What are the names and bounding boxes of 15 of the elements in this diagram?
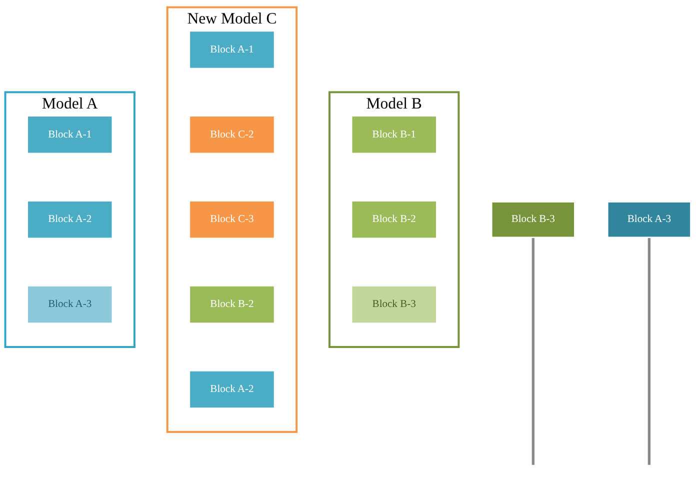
node-box: Block A-2 (190, 371, 274, 408)
node-box: Block B-3 (490, 201, 576, 238)
node-box: Block A-3 (28, 286, 112, 323)
node-box: Block B-2 (352, 202, 436, 238)
node-box: Block B-1 (352, 116, 436, 153)
node-box: Block A-1 (190, 32, 274, 68)
node-box: Block B-3 (352, 286, 436, 323)
node-box: Block C-3 (190, 202, 274, 238)
node-box: Block A-1 (28, 116, 112, 153)
node-box: Block C-2 (190, 116, 274, 153)
node-box: Block A-3 (606, 201, 692, 238)
node-box: Block B-2 (190, 286, 274, 323)
node-box: Block A-2 (28, 202, 112, 238)
connector (532, 237, 534, 465)
connector (648, 237, 650, 465)
